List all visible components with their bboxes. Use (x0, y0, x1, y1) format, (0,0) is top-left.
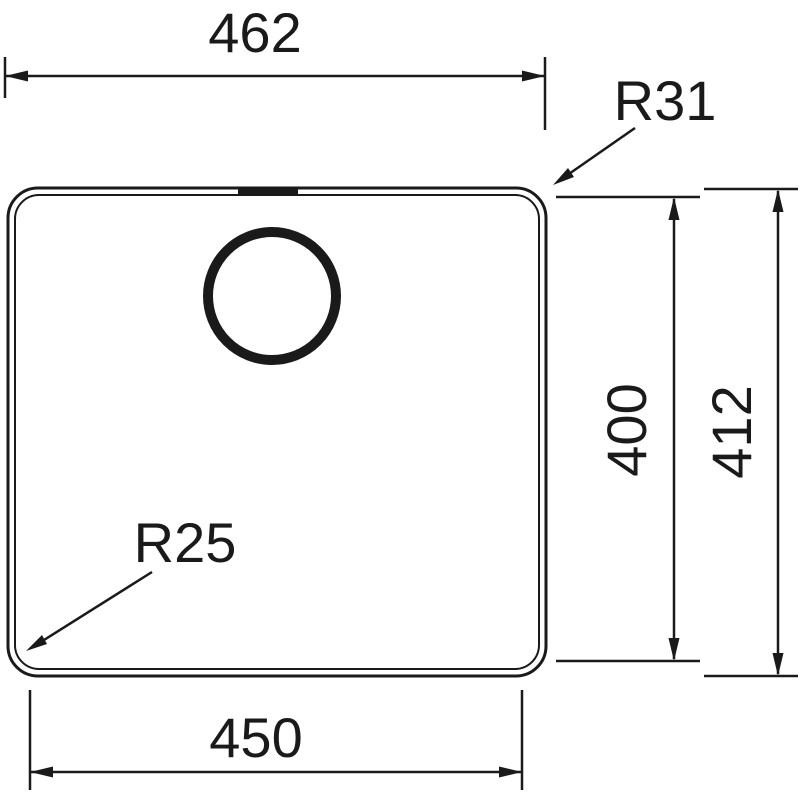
dim-height-inner: 400 (556, 195, 700, 663)
arrowhead-right (522, 70, 545, 82)
arrowhead-bottom (668, 638, 680, 661)
radius-label-bottom-left: R25 (134, 511, 237, 574)
arrowhead-bottom (772, 653, 784, 676)
radius-label-top-right: R31 (614, 69, 717, 132)
drain-hole (203, 227, 341, 365)
leader-line (565, 126, 636, 178)
radius-top-right: R31 (553, 69, 716, 185)
radius-bottom-left: R25 (26, 511, 236, 651)
dim-width-top: 462 (3, 1, 547, 130)
arrowhead-top (772, 189, 784, 212)
dim-width-bottom: 450 (28, 690, 524, 790)
arrowhead-left (30, 766, 53, 778)
arrowhead-left (5, 70, 28, 82)
dim-height-outer: 412 (700, 187, 798, 678)
arrowhead-right (499, 766, 522, 778)
leader-line (43, 570, 153, 642)
arrowhead-top (668, 197, 680, 220)
dim-label-height-inner: 400 (595, 383, 658, 476)
leader-arrowhead (553, 168, 574, 185)
sink-outer-edge (6, 186, 548, 678)
leader-arrowhead (26, 635, 47, 651)
sink-inner-edge (14, 194, 540, 670)
dim-label-height-outer: 412 (700, 385, 763, 478)
dim-label-width-top: 462 (208, 1, 301, 64)
sink-outline (6, 186, 548, 678)
dim-label-width-bottom: 450 (209, 706, 302, 769)
